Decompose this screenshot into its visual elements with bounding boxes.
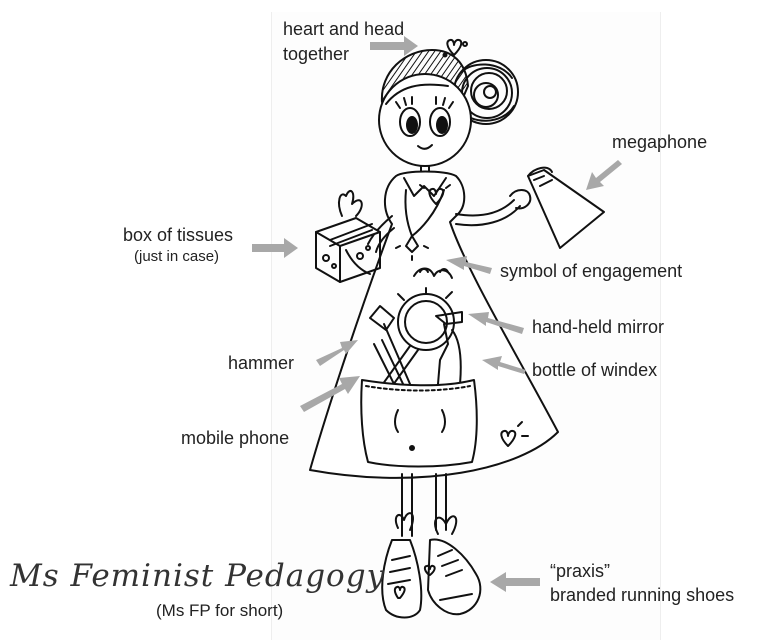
label-hammer: hammer bbox=[228, 352, 294, 374]
label-engagement: symbol of engagement bbox=[500, 260, 682, 282]
arrow-shoes bbox=[490, 572, 540, 592]
label-shoes-line1: “praxis” bbox=[550, 560, 610, 582]
label-heart-head-line1: heart and head bbox=[283, 18, 404, 40]
label-phone: mobile phone bbox=[181, 427, 289, 449]
label-megaphone: megaphone bbox=[612, 131, 707, 153]
label-tissues-line1: box of tissues bbox=[123, 224, 233, 246]
label-tissues-line2: (just in case) bbox=[134, 248, 219, 266]
page-subtitle: (Ms FP for short) bbox=[156, 600, 283, 622]
running-shoes-icon bbox=[382, 513, 480, 617]
label-mirror: hand-held mirror bbox=[532, 316, 664, 338]
tissue-box-icon bbox=[316, 191, 380, 282]
arrow-megaphone bbox=[586, 160, 622, 190]
apron-pocket bbox=[361, 380, 477, 467]
label-shoes-line2: branded running shoes bbox=[550, 584, 734, 606]
label-heart-head-line2: together bbox=[283, 43, 349, 65]
arrow-tissues bbox=[252, 238, 298, 258]
head bbox=[379, 74, 471, 166]
label-windex: bottle of windex bbox=[532, 359, 657, 381]
page-title: Ms Feminist Pedagogy bbox=[10, 558, 385, 594]
